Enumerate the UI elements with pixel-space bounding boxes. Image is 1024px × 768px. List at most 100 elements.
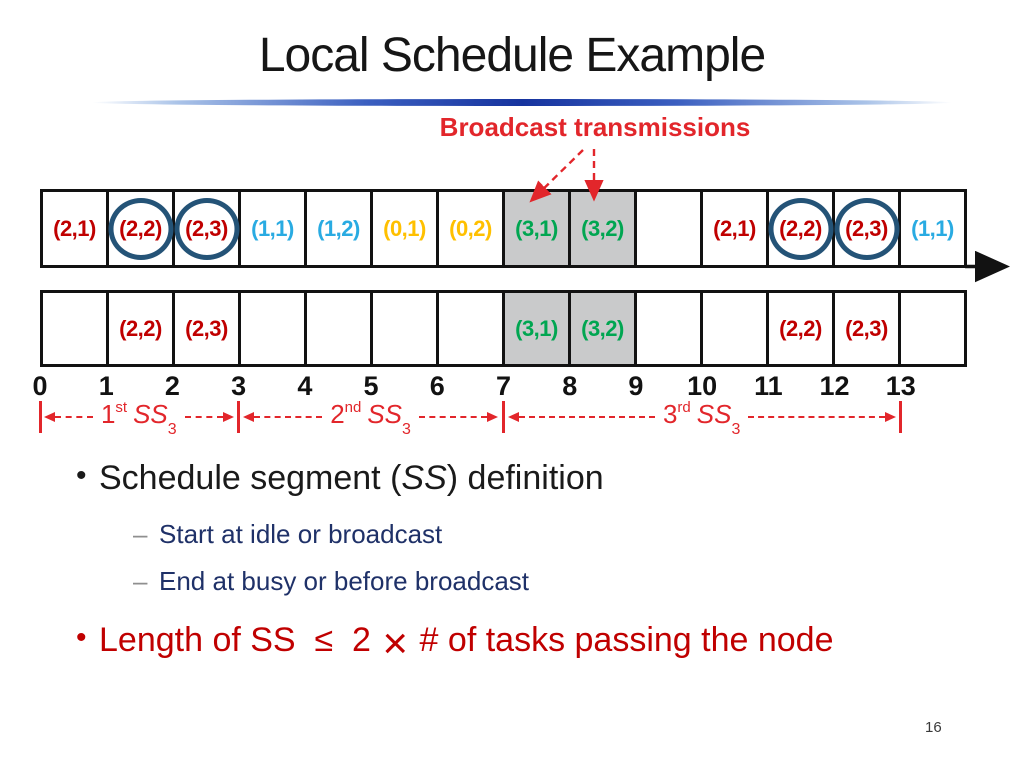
arrowhead-left-icon xyxy=(44,412,55,422)
page-number: 16 xyxy=(925,719,942,736)
dashed-line xyxy=(253,416,323,418)
row-top-cell-7: (3,1) xyxy=(505,192,571,265)
row-top-cell-10: (2,1) xyxy=(703,192,769,265)
slide-title: Local Schedule Example xyxy=(258,29,766,82)
broadcast-transmissions-label: Broadcast transmissions xyxy=(439,112,751,142)
row-bottom-cell-5 xyxy=(373,293,439,364)
row-bottom-cell-7: (3,1) xyxy=(505,293,571,364)
task-slot-label: (2,2) xyxy=(119,315,162,341)
arrowhead-right-icon xyxy=(222,412,234,422)
segment-boundary-bar xyxy=(899,401,903,433)
axis-tick-8: 8 xyxy=(562,371,578,401)
highlight-ellipse xyxy=(108,197,173,260)
subbullet-text: Start at idle or broadcast xyxy=(159,519,443,549)
task-slot-label: (1,1) xyxy=(251,215,294,241)
task-slot-label: (2,3) xyxy=(845,315,888,341)
row-bottom-cell-11: (2,2) xyxy=(769,293,835,364)
task-slot-label: (2,2) xyxy=(779,315,822,341)
row-bottom-cell-9 xyxy=(637,293,703,364)
axis-tick-7: 7 xyxy=(495,371,512,401)
task-slot-label: (1,2) xyxy=(317,215,360,241)
axis-tick-12: 12 xyxy=(819,371,850,401)
row-top-cell-0: (2,1) xyxy=(43,192,109,265)
arrowhead-right-icon xyxy=(884,412,896,422)
row-top-cell-13: (1,1) xyxy=(901,192,964,265)
axis-tick-1: 1 xyxy=(98,371,114,401)
bullet-text: Length of SS ≤ 2 × # of tasks passing th… xyxy=(99,619,834,668)
axis-tick-13: 13 xyxy=(885,371,916,401)
task-slot-label: (3,1) xyxy=(515,215,558,241)
task-slot-label: (3,2) xyxy=(581,215,624,241)
dashed-line xyxy=(748,416,885,418)
row-bottom-cell-12: (2,3) xyxy=(835,293,901,364)
row-top-cell-8: (3,2) xyxy=(571,192,637,265)
multiplication-sign: × xyxy=(382,619,409,668)
axis-tick-5: 5 xyxy=(363,371,379,401)
dashed-line xyxy=(184,416,223,418)
row-top-cell-4: (1,2) xyxy=(307,192,373,265)
task-slot-label: (3,1) xyxy=(515,315,558,341)
schedule-row-bottom: (2,2) (2,3) (3,1) (3,2) (2,2) (2,3) xyxy=(40,290,967,367)
arrowhead-left-icon xyxy=(242,412,254,422)
task-slot-label: (1,1) xyxy=(911,215,954,241)
dashed-line xyxy=(418,416,488,418)
segment-boundary-bar xyxy=(237,401,241,433)
bullet-marker: • xyxy=(76,459,87,492)
row-bottom-cell-0 xyxy=(43,293,109,364)
dash-marker: – xyxy=(133,566,148,596)
highlight-ellipse xyxy=(174,197,239,260)
axis-tick-2: 2 xyxy=(164,371,180,401)
task-slot-label: (2,3) xyxy=(845,215,888,241)
row-bottom-cell-6 xyxy=(439,293,505,364)
bullet-marker: • xyxy=(76,621,87,654)
axis-tick-10: 10 xyxy=(687,371,718,401)
row-bottom-cell-3 xyxy=(241,293,307,364)
row-bottom-cell-10 xyxy=(703,293,769,364)
row-top-cell-3: (1,1) xyxy=(241,192,307,265)
task-slot-label: (3,2) xyxy=(581,315,624,341)
subbullet-end-at-busy: – End at busy or before broadcast xyxy=(133,566,529,597)
row-bottom-cell-13 xyxy=(901,293,964,364)
highlight-ellipse xyxy=(834,197,899,260)
task-slot-label: (2,2) xyxy=(779,215,822,241)
row-bottom-cell-4 xyxy=(307,293,373,364)
row-top-cell-12: (2,3) xyxy=(834,192,901,265)
row-top-cell-9 xyxy=(637,192,703,265)
dash-marker: – xyxy=(133,519,148,549)
row-top-cell-5: (0,1) xyxy=(373,192,439,265)
axis-tick-4: 4 xyxy=(297,371,313,401)
axis-tick-3: 3 xyxy=(231,371,247,401)
axis-tick-11: 11 xyxy=(754,371,783,401)
task-slot-label: (2,2) xyxy=(119,215,162,241)
segment-boundary-bar xyxy=(38,401,42,433)
bullet-length-of-ss: • Length of SS ≤ 2 × # of tasks passing … xyxy=(76,619,834,668)
highlight-ellipse xyxy=(768,197,833,260)
segment-boundary-bar xyxy=(502,401,505,433)
row-top-cell-11: (2,2) xyxy=(768,192,835,265)
axis-tick-6: 6 xyxy=(429,371,445,401)
row-top-cell-6: (0,2) xyxy=(439,192,505,265)
title-divider-line xyxy=(92,99,952,106)
task-slot-label: (2,1) xyxy=(53,215,96,241)
axis-tick-9: 9 xyxy=(628,371,644,401)
dashed-line xyxy=(55,416,93,418)
row-bottom-cell-1: (2,2) xyxy=(109,293,175,364)
row-bottom-cell-2: (2,3) xyxy=(175,293,241,364)
subbullet-text: End at busy or before broadcast xyxy=(159,566,530,596)
arrowhead-left-icon xyxy=(507,412,519,422)
row-top-cell-2: (2,3) xyxy=(174,192,241,265)
subbullet-start-at-idle: – Start at idle or broadcast xyxy=(133,519,442,550)
task-slot-label: (2,1) xyxy=(713,215,756,241)
axis-tick-0: 0 xyxy=(32,371,48,401)
bullet-schedule-segment-definition: • Schedule segment (SS) definition xyxy=(76,459,604,498)
task-slot-label: (0,1) xyxy=(383,215,426,241)
row-top-cell-1: (2,2) xyxy=(108,192,175,265)
dashed-line xyxy=(518,416,655,418)
